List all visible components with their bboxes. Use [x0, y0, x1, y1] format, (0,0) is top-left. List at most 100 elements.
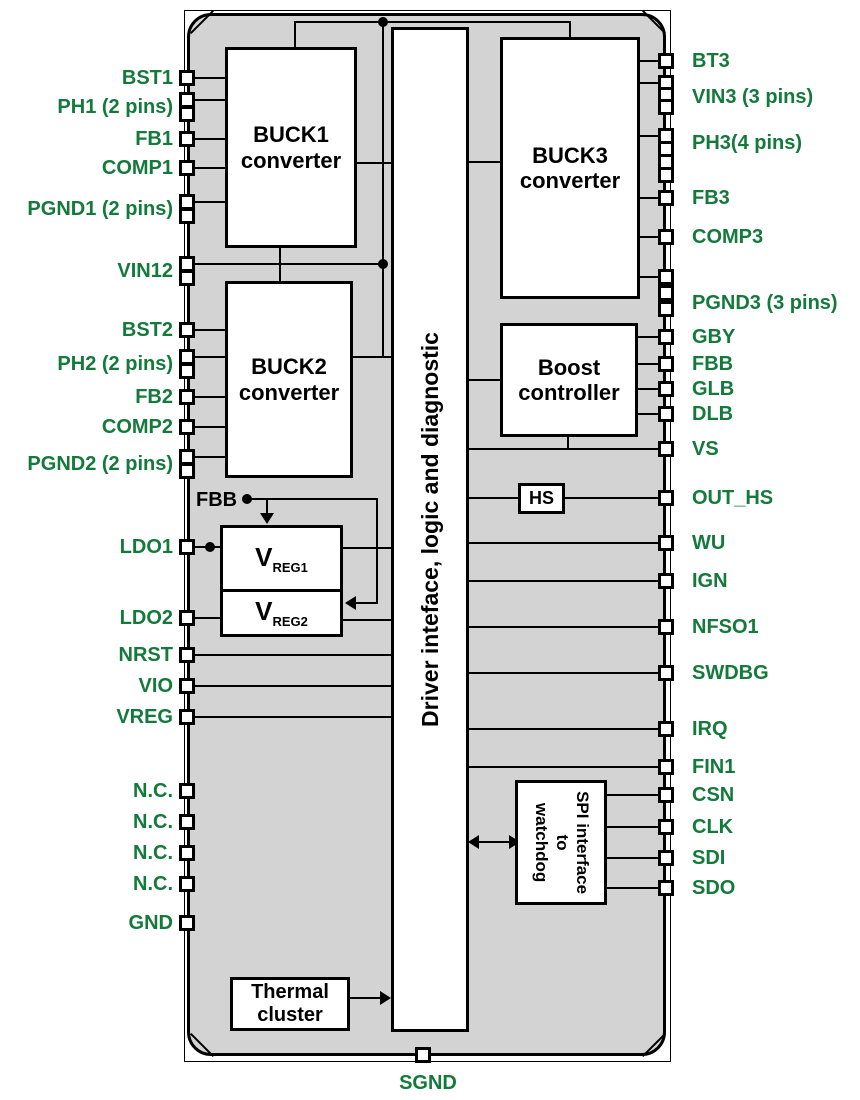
- wire-pgnd3: [638, 276, 660, 278]
- pin-label-comp3: COMP3: [692, 226, 764, 248]
- wire-fbb-to-vreg2: [356, 602, 378, 604]
- wire-buck3-top-stub: [569, 22, 571, 38]
- pin-nc-2: [179, 814, 195, 830]
- pin-label-nc-1: N.C.: [133, 780, 173, 802]
- wire-fb2: [195, 396, 226, 398]
- buck2-label-line1: BUCK2: [251, 354, 327, 380]
- pin-label-fb1: FB1: [135, 128, 173, 150]
- wire-vreg2-driver: [341, 619, 393, 621]
- wire-top-bus: [294, 21, 571, 23]
- pin-label-bt3: BT3: [692, 50, 730, 72]
- pin-nrst: [179, 647, 195, 663]
- pin-nc-1: [179, 783, 195, 799]
- wire-buck2-driver: [351, 356, 393, 358]
- hs-label: HS: [528, 488, 554, 508]
- pin-label-pgnd3: PGND3 (3 pins): [692, 292, 838, 314]
- wire-glb: [636, 388, 660, 390]
- wire-pgnd2: [195, 456, 226, 458]
- pin-label-nc-2: N.C.: [133, 811, 173, 833]
- pin-nc-4: [179, 876, 195, 892]
- pin-vin12-b: [179, 270, 195, 286]
- wire-fb1: [195, 138, 226, 140]
- pin-comp2: [179, 419, 195, 435]
- boost-controller-block: Boost controller: [500, 323, 638, 437]
- buck3-label-line2: converter: [519, 168, 621, 193]
- arrowhead-into-vreg2: [345, 596, 356, 610]
- pin-label-pgnd2: PGND2 (2 pins): [27, 453, 173, 475]
- pin-ph2-b: [179, 363, 195, 379]
- pin-label-comp1: COMP1: [101, 157, 173, 179]
- thermal-label-line1: Thermal: [251, 981, 329, 1003]
- wire-buck1-driver: [355, 162, 393, 164]
- pin-gby: [658, 329, 674, 345]
- wire-boost-bottom-stub: [567, 437, 569, 449]
- pin-vreg: [179, 709, 195, 725]
- wire-bst1: [195, 77, 226, 79]
- pin-label-bst1: BST1: [121, 67, 173, 89]
- hs-block: HS: [518, 483, 565, 514]
- buck1-label-line2: converter: [240, 147, 342, 173]
- pin-nc-3: [179, 845, 195, 861]
- pin-fbb: [658, 356, 674, 372]
- wire-ign: [468, 580, 660, 582]
- pin-label-vio: VIO: [138, 675, 173, 697]
- wire-comp3: [638, 236, 660, 238]
- wire-fb3: [638, 197, 660, 199]
- arrowhead-spi-left: [468, 835, 479, 849]
- wire-fin1: [468, 766, 660, 768]
- pin-pgnd1-b: [179, 208, 195, 224]
- pin-label-irq: IRQ: [692, 718, 728, 740]
- pin-label-dlb: DLB: [692, 403, 734, 425]
- pin-label-fbb: FBB: [692, 353, 734, 375]
- pin-label-sdi: SDI: [692, 847, 726, 869]
- pin-label-swdbg: SWDBG: [692, 662, 769, 684]
- wire-comp1: [195, 167, 226, 169]
- pin-vin3-c: [658, 99, 674, 115]
- buck2-label-line2: converter: [238, 379, 340, 405]
- wire-fbb-vertical: [376, 498, 378, 604]
- pin-fb2: [179, 389, 195, 405]
- pin-nfso1: [658, 619, 674, 635]
- arrowhead-spi-right: [509, 835, 520, 849]
- pin-label-vin3: VIN3 (3 pins): [692, 86, 814, 108]
- pin-label-vs: VS: [692, 438, 719, 460]
- wire-ph3: [638, 135, 660, 137]
- wire-vreg: [195, 716, 393, 718]
- spi-watchdog-label: SPI interface to watchdog: [531, 790, 592, 894]
- vreg1-block: VREG1: [220, 525, 343, 592]
- pin-label-fin1: FIN1: [692, 756, 736, 778]
- wire-csn: [605, 794, 660, 796]
- pin-label-csn: CSN: [692, 784, 735, 806]
- wire-driver-buck3: [468, 161, 501, 163]
- wire-bt3: [638, 60, 660, 62]
- buck1-converter-block: BUCK1 converter: [225, 47, 357, 248]
- pin-sgnd: [415, 1047, 431, 1063]
- pin-glb: [658, 381, 674, 397]
- wire-thermal-arrow-shaft: [348, 997, 382, 999]
- pin-comp1: [179, 160, 195, 176]
- pin-ldo2: [179, 610, 195, 626]
- pin-sdo: [658, 880, 674, 896]
- buck2-converter-block: BUCK2 converter: [225, 281, 353, 478]
- pin-clk: [658, 819, 674, 835]
- pin-out-hs: [658, 490, 674, 506]
- pin-fb1: [179, 131, 195, 147]
- pin-pgnd2-b: [179, 463, 195, 479]
- pin-ph3-d: [658, 167, 674, 183]
- pin-fb3: [658, 190, 674, 206]
- wire-fbb-horizontal: [247, 498, 378, 500]
- pin-label-glb: GLB: [692, 378, 735, 400]
- wire-vin12: [195, 263, 383, 265]
- fbb-net-label: FBB: [196, 489, 238, 511]
- wire-ph1: [195, 99, 226, 101]
- vreg2-block: VREG2: [220, 589, 343, 637]
- arrowhead-thermal: [380, 991, 391, 1005]
- wire-vin3: [638, 82, 660, 84]
- wire-sdi: [605, 857, 660, 859]
- pin-label-nc-3: N.C.: [133, 842, 173, 864]
- buck3-converter-block: BUCK3 converter: [500, 37, 640, 299]
- wire-buck1-buck2-stub: [279, 246, 281, 282]
- spi-watchdog-block: SPI interface to watchdog: [515, 780, 607, 905]
- pin-label-pgnd1: PGND1 (2 pins): [27, 198, 173, 220]
